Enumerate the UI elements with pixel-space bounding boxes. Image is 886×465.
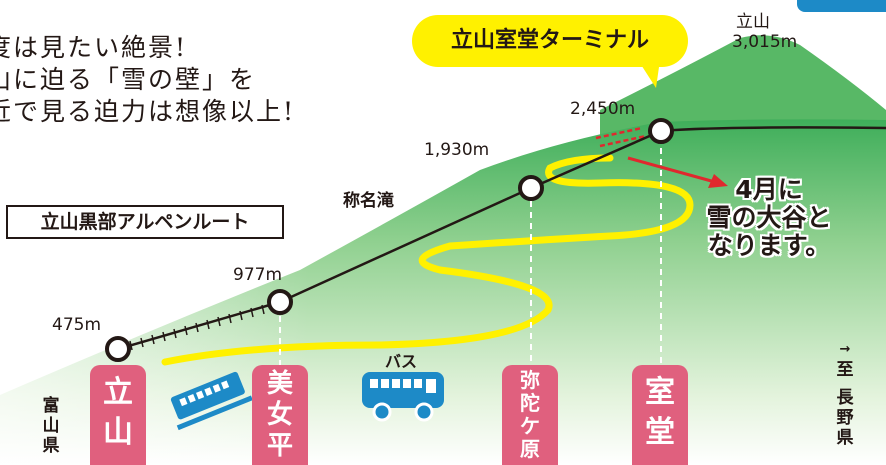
note-line-1: 4月に [735,175,803,204]
station-dot-midagahara [518,175,544,201]
elevation-tateyama: 475m [52,315,102,335]
station-char: 原 [520,437,540,461]
note-line-3: なります。 [707,231,831,260]
prefecture-nagano: → 至 長 野 県 [834,340,856,448]
station-char: 美 [266,369,293,399]
prefecture-char: 至 [836,360,854,380]
station-char: 立 [103,375,133,410]
station-char: 女 [266,400,293,430]
prefecture-char: 山 [42,416,60,436]
station-sign-tateyama: 立 山 [90,365,146,465]
prefecture-char: 県 [836,428,854,448]
bus-road [161,154,694,366]
route-name-box: 立山黒部アルペンルート [6,205,284,239]
bus-label: バス [385,352,418,371]
station-char: 平 [266,431,293,461]
cable-car-icon [170,371,253,431]
bus-icon [362,372,444,422]
snow-wall-arrow-icon [627,156,728,188]
station-dot-murodo [648,118,674,144]
intro-line-2: 山に迫る「雪の壁」を [0,65,257,94]
station-sign-murodo: 室 堂 [632,365,688,465]
intro-text: 度は見たい絶景! 山に迫る「雪の壁」を 近で見る迫力は想像以上! [0,32,400,128]
peak-elevation: 3,015m [732,32,798,52]
station-char: 室 [645,375,675,410]
prefecture-char: 野 [836,408,854,428]
station-char: 山 [103,415,133,450]
terminal-callout: 立山室堂ターミナル [412,15,688,67]
note-line-2: 雪の大谷と [706,203,832,232]
prefecture-char [834,380,856,388]
elevation-midagahara: 1,930m [424,140,490,160]
station-char: 弥 [520,368,540,392]
cable-car-rail [117,300,281,351]
elevation-murodo: 2,450m [570,99,636,119]
prefecture-char: 長 [836,388,854,408]
station-char: 堂 [645,415,675,450]
snow-wall-note: 4月に 雪の大谷と なります。 [684,176,854,260]
prefecture-char: 富 [42,396,60,416]
callout-pointer [638,60,660,88]
prefecture-char: → [839,342,851,357]
intro-line-1: 度は見たい絶景! [0,33,188,62]
intro-line-3: 近で見る迫力は想像以上! [0,97,296,126]
station-sign-bijodaira: 美 女 平 [252,365,308,465]
prefecture-toyama: 富 山 県 [40,396,62,456]
prefecture-char: 県 [42,436,60,456]
peak-name: 立山 [736,12,770,32]
station-sign-midagahara: 弥 陀 ケ 原 [502,365,558,465]
landmark-shomyo-falls: 称名滝 [343,191,394,211]
station-dot-bijodaira [267,289,293,315]
station-char: 陀 [520,391,540,415]
elevation-bijodaira: 977m [233,265,283,285]
station-char: ケ [520,414,540,438]
station-dot-tateyama [105,336,131,362]
